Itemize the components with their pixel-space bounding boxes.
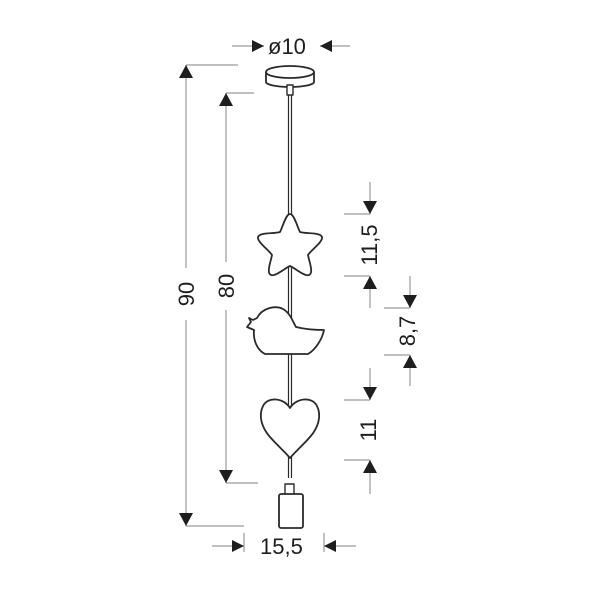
arrow-left-icon	[320, 40, 332, 52]
arrow-up-icon	[403, 355, 417, 368]
arrow-down-icon	[179, 513, 193, 526]
heart-height-dimension	[344, 368, 377, 494]
arrow-down-icon	[219, 470, 233, 483]
canopy-diameter-label: ø10	[268, 34, 306, 59]
bird-ornament	[246, 306, 325, 355]
arrow-up-icon	[363, 276, 377, 289]
total-height-dimension	[179, 64, 244, 527]
arrow-down-icon	[363, 387, 377, 400]
star-height-label: 11,5	[357, 224, 382, 266]
canopy-diameter-dimension	[232, 40, 350, 52]
arrow-down-icon	[403, 295, 417, 308]
arrow-right-icon	[232, 540, 244, 552]
total-height-label: 90	[174, 281, 199, 307]
cord-height-dimension	[219, 92, 258, 484]
bottom-width-label: 15,5	[260, 534, 303, 559]
lamp-socket	[278, 483, 304, 529]
arrow-right-icon	[252, 40, 264, 52]
star-height-dimension	[344, 182, 377, 308]
arrow-up-icon	[219, 93, 233, 106]
heart-height-label: 11	[356, 418, 381, 442]
cord-height-label: 80	[214, 273, 239, 299]
arrow-down-icon	[363, 201, 377, 214]
bottom-width-dimension	[212, 533, 356, 552]
star-ornament	[257, 213, 323, 277]
bird-height-dimension	[384, 276, 417, 386]
arrow-up-icon	[179, 65, 193, 78]
bird-height-label: 8,7	[395, 315, 420, 347]
ceiling-canopy	[265, 65, 315, 96]
arrow-left-icon	[324, 540, 336, 552]
heart-ornament	[259, 398, 321, 459]
arrow-up-icon	[363, 460, 377, 473]
